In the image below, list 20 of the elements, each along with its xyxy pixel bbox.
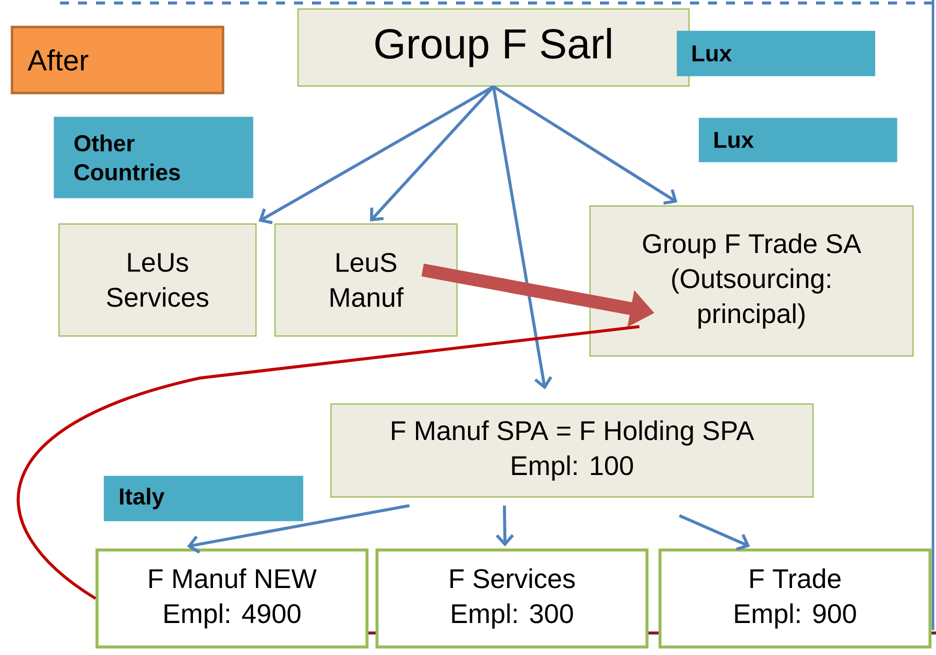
arrow [496,506,514,546]
entity-box: Group F Trade SA (Outsourcing: principal) [589,205,914,357]
arrow [492,86,552,390]
arrow [187,504,410,554]
region-label: Lux [698,118,898,162]
region-label: Lux [676,30,876,76]
entity-box: Group F Sarl [297,8,690,87]
arrow [678,514,750,551]
region-label: Other Countries [54,116,254,198]
process-box: After [10,26,224,94]
entity-box: F Manuf SPA = F Holding SPA Empl: 100 [330,403,814,498]
arrow [370,86,495,222]
company-box: F Trade Empl: 900 [658,548,932,648]
region-label: Italy [104,476,304,522]
arrow [492,85,678,205]
company-box: F Services Empl: 300 [376,548,648,648]
arrow [258,85,494,224]
company-box: F Manuf NEW Empl: 4900 [96,548,368,648]
entity-box: LeuS Manuf [274,223,458,337]
entity-box: LeUs Services [58,223,257,337]
